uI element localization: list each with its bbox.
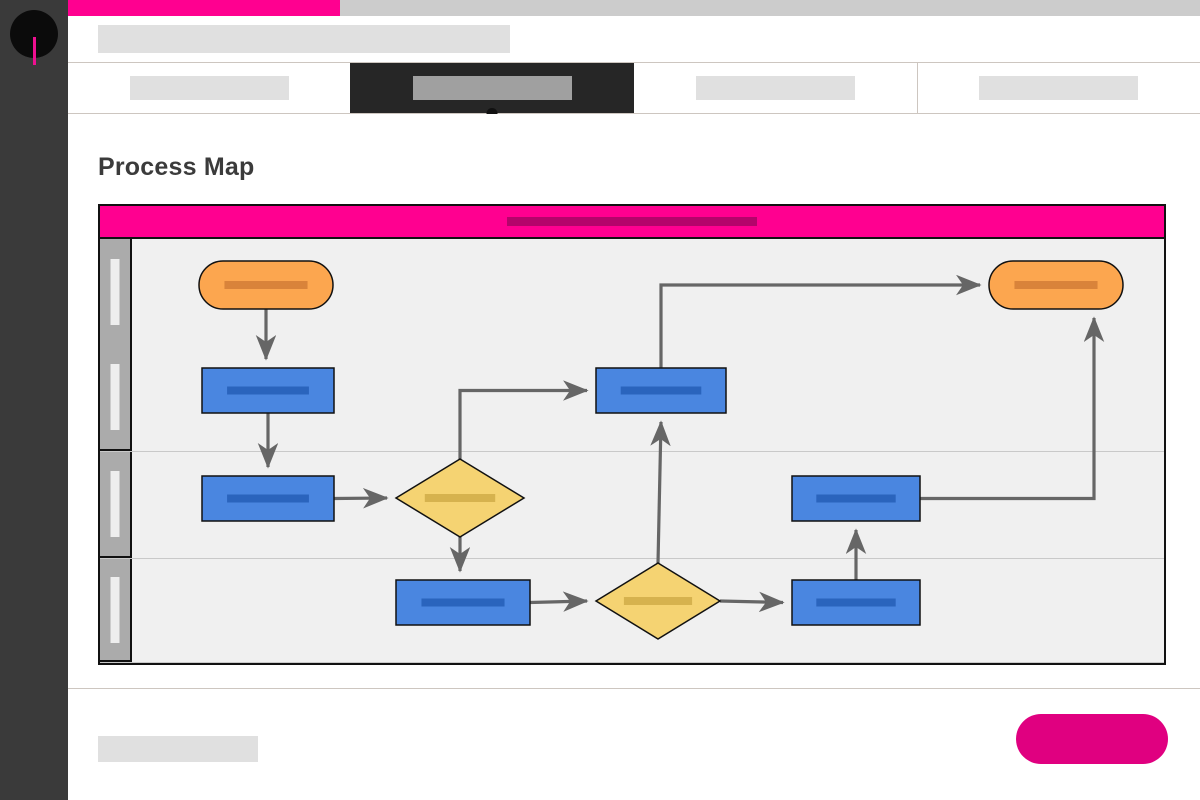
process-map-diagram <box>98 204 1166 665</box>
edge-decide2-task6 <box>650 420 671 564</box>
page-title: Process Map <box>98 153 255 181</box>
node-start[interactable] <box>198 260 334 310</box>
tab-3[interactable] <box>633 63 917 113</box>
node-task-3-label <box>421 598 505 607</box>
diagram-canvas <box>100 239 1164 663</box>
progress-bar-track <box>68 0 1200 16</box>
node-start-label <box>224 281 308 289</box>
node-decide-1-label <box>424 494 496 502</box>
node-task-5[interactable] <box>791 475 921 522</box>
edge-task3-decide2 <box>529 591 589 612</box>
node-task-3[interactable] <box>395 579 531 626</box>
node-decide-2-label <box>623 597 693 605</box>
swimlane-3-header[interactable] <box>100 452 132 558</box>
diagram-header-placeholder <box>507 217 757 226</box>
swimlane-1-header[interactable] <box>100 239 132 345</box>
swimlane-2-header[interactable] <box>100 345 132 451</box>
node-end-label <box>1014 281 1098 289</box>
swimlane-4-label <box>110 576 120 643</box>
swimlane-3 <box>100 452 1164 559</box>
node-task-4[interactable] <box>791 579 921 626</box>
node-task-2-label <box>227 494 309 503</box>
swimlane-1-label <box>110 259 120 325</box>
main-content: Process Map <box>68 114 1200 689</box>
logo-mark <box>33 37 36 65</box>
flow-svg <box>198 260 1124 640</box>
tab-4-label <box>979 76 1139 100</box>
header-title-placeholder <box>98 25 510 53</box>
tab-1[interactable] <box>68 63 351 113</box>
node-end[interactable] <box>988 260 1124 310</box>
tab-3-label <box>696 76 856 100</box>
node-layer <box>198 260 1124 640</box>
app-header <box>68 16 1200 63</box>
tab-2-label <box>412 76 572 100</box>
node-task-6-shape[interactable] <box>595 367 727 414</box>
node-task-1-label <box>227 386 309 395</box>
tab-4[interactable] <box>916 63 1200 113</box>
swimlane-2-label <box>110 364 120 430</box>
swimlane-3-label <box>110 471 120 537</box>
app-footer <box>68 690 1200 800</box>
edge-task5-end <box>920 316 1105 501</box>
primary-cta-button[interactable] <box>1016 714 1168 764</box>
left-rail <box>0 0 68 800</box>
edge-decide2-task4 <box>719 591 785 613</box>
node-decide-1[interactable] <box>394 458 526 538</box>
node-decide-2[interactable] <box>594 562 722 640</box>
node-task-5-label <box>816 494 896 503</box>
active-tab-indicator-icon <box>486 108 498 119</box>
edge-task2-decide1 <box>333 487 389 509</box>
tab-2[interactable] <box>350 63 634 119</box>
diagram-header <box>100 206 1164 239</box>
tab-bar <box>68 63 1200 119</box>
edge-task6-end <box>659 274 982 368</box>
edge-decide1-task6 <box>458 380 589 459</box>
edge-layer <box>255 274 1105 613</box>
app-logo-icon[interactable] <box>10 10 58 65</box>
node-task-4-label <box>816 598 896 607</box>
footer-placeholder <box>98 736 258 762</box>
node-task-6-label <box>620 386 702 395</box>
node-task-2[interactable] <box>201 475 335 522</box>
swimlane-4-header[interactable] <box>100 559 132 662</box>
tab-1-label <box>129 76 289 100</box>
progress-bar-fill <box>68 0 340 16</box>
node-task-6[interactable] <box>595 367 727 414</box>
node-task-1[interactable] <box>201 367 335 414</box>
